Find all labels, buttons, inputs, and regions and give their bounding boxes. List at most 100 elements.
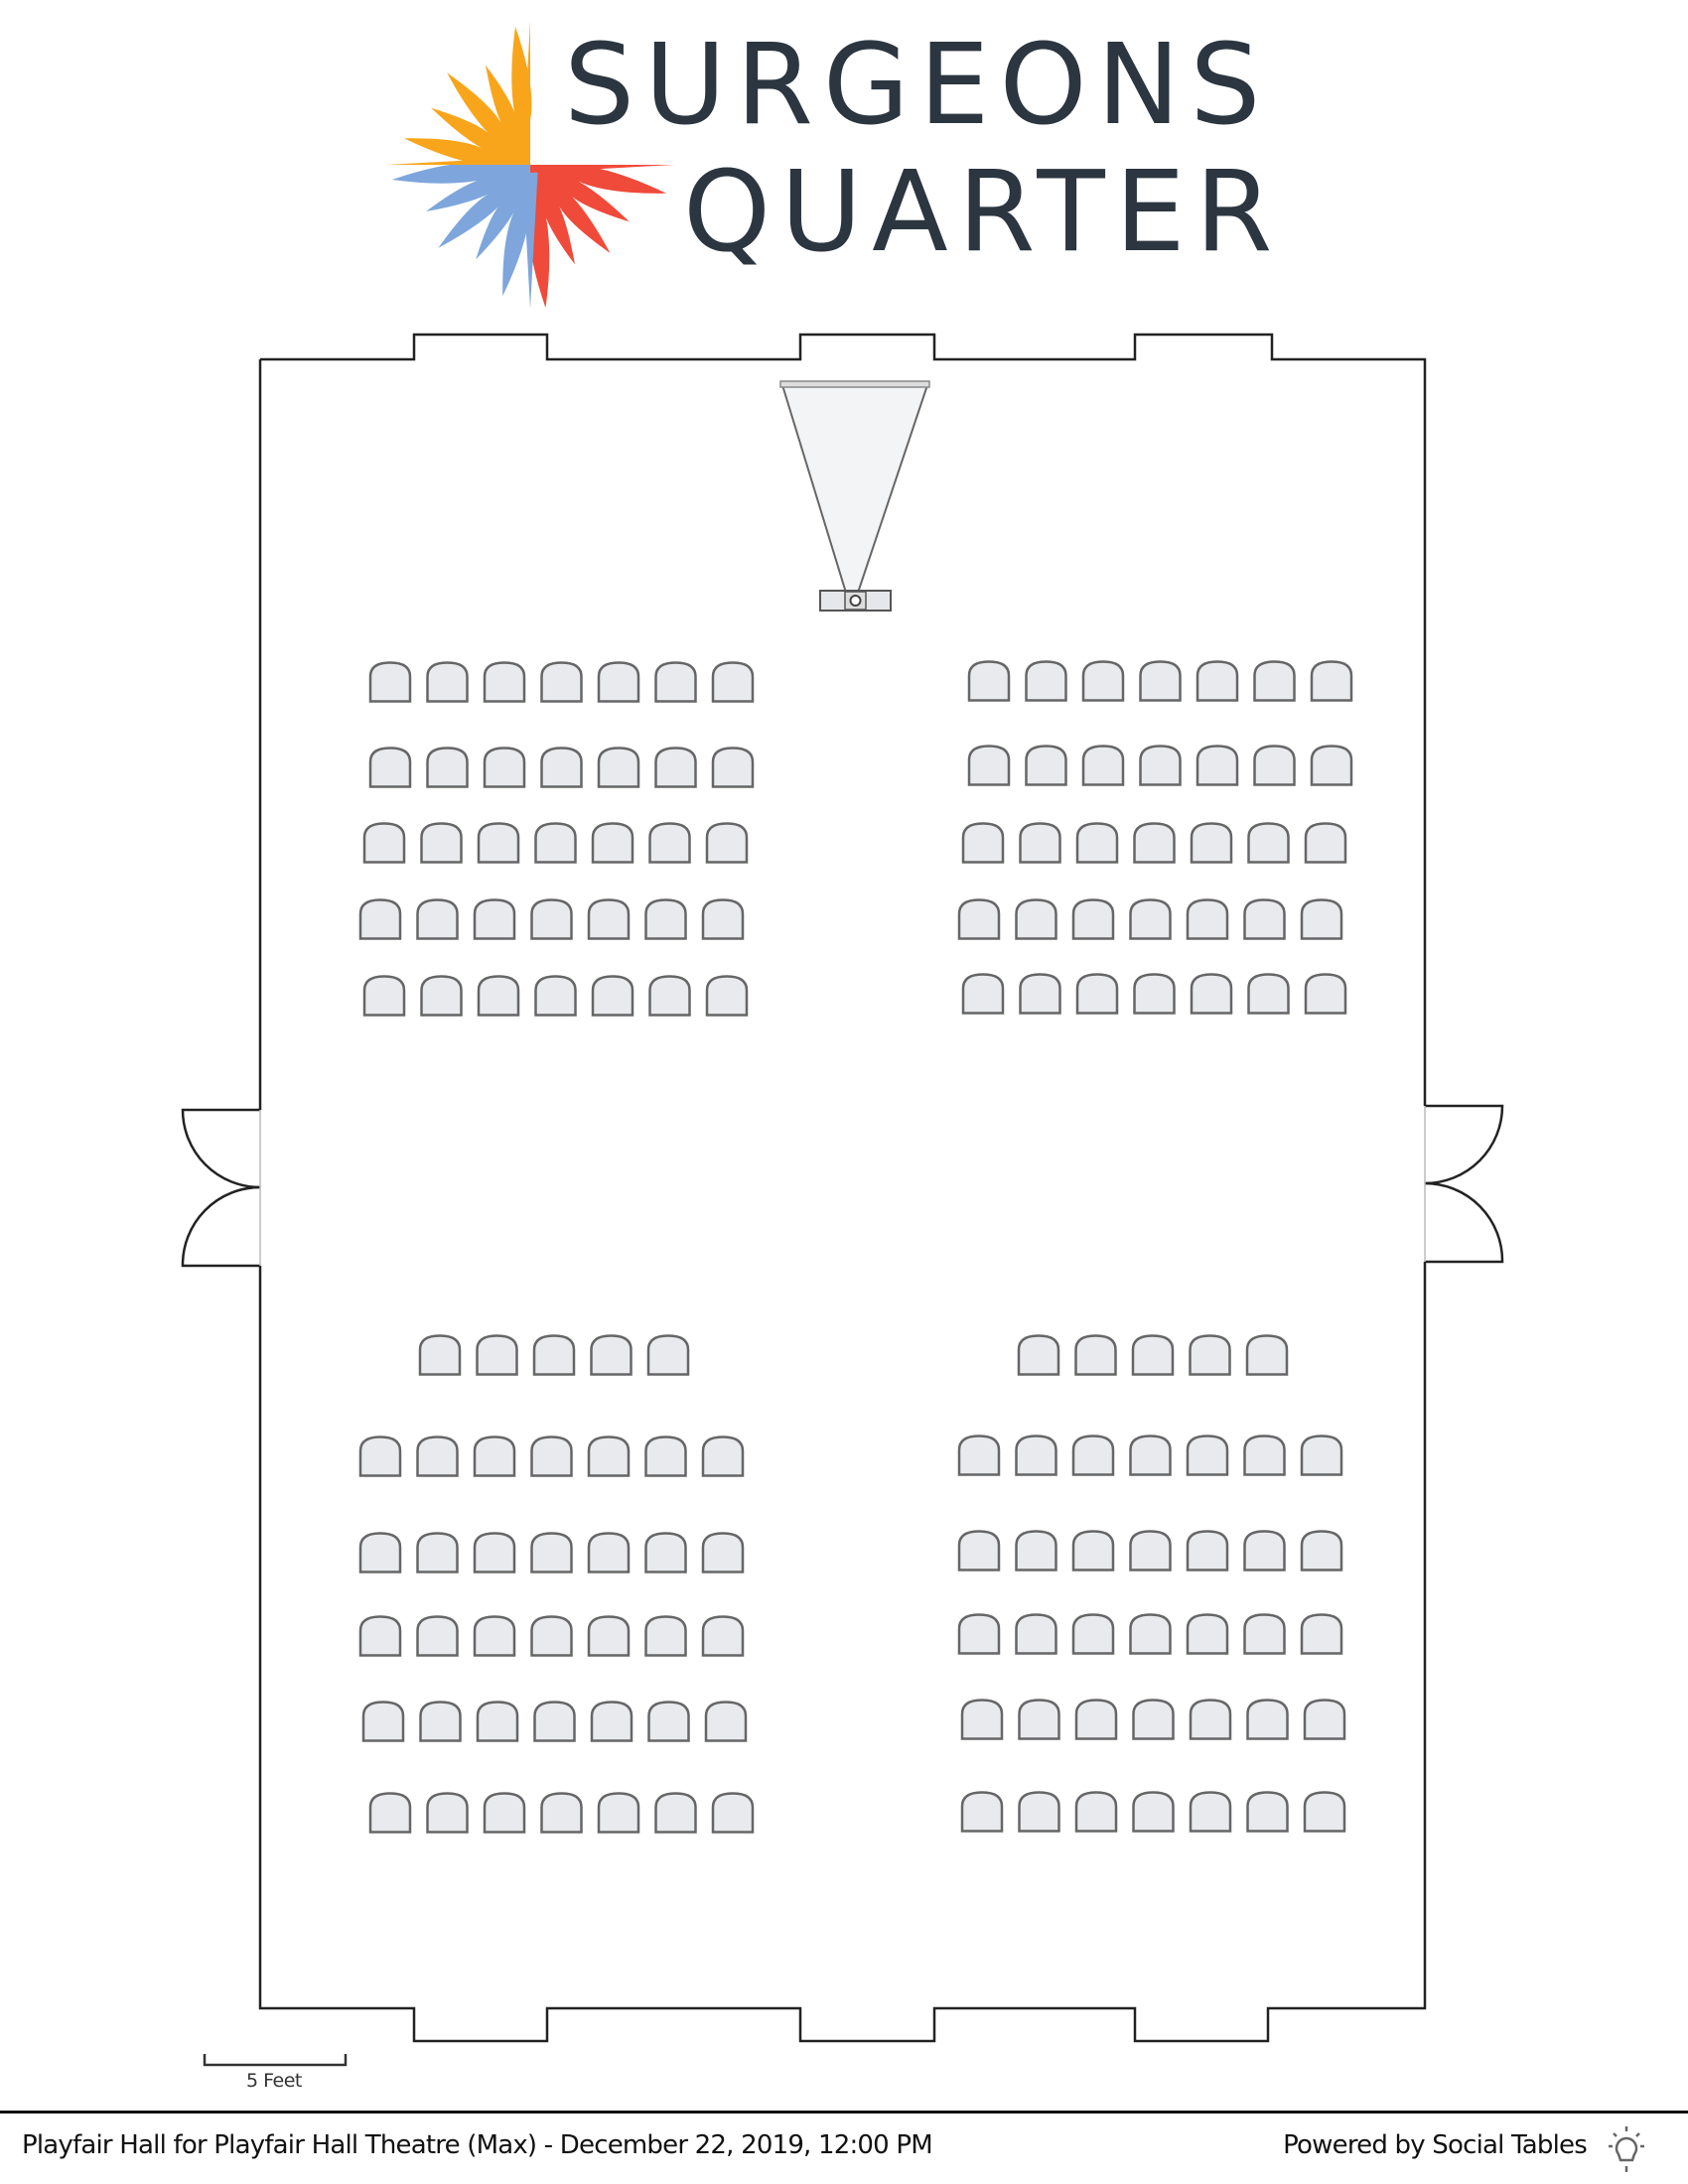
- chair[interactable]: [1246, 1699, 1289, 1740]
- chair[interactable]: [358, 1615, 402, 1657]
- chair[interactable]: [483, 661, 526, 703]
- chair[interactable]: [416, 898, 459, 940]
- chair[interactable]: [358, 1435, 402, 1477]
- chair[interactable]: [957, 1530, 1001, 1571]
- powered-by-link[interactable]: Powered by Social Tables: [1283, 2130, 1588, 2160]
- chair[interactable]: [1018, 1791, 1060, 1833]
- chair[interactable]: [1189, 1334, 1231, 1376]
- chair[interactable]: [1300, 1613, 1343, 1655]
- chair[interactable]: [1025, 660, 1067, 702]
- chair[interactable]: [368, 1792, 412, 1834]
- chair[interactable]: [1131, 1334, 1175, 1376]
- chair[interactable]: [483, 1792, 526, 1834]
- chair[interactable]: [1247, 973, 1290, 1015]
- chair[interactable]: [1132, 1699, 1175, 1740]
- chair[interactable]: [1075, 973, 1119, 1015]
- chair[interactable]: [1304, 973, 1347, 1015]
- chair[interactable]: [587, 1532, 631, 1573]
- chair[interactable]: [654, 661, 697, 703]
- chair[interactable]: [1081, 660, 1125, 702]
- chair[interactable]: [530, 1615, 573, 1657]
- chair[interactable]: [587, 898, 631, 940]
- chair[interactable]: [967, 660, 1011, 702]
- chair[interactable]: [1025, 745, 1067, 786]
- chair[interactable]: [418, 1334, 462, 1376]
- chair[interactable]: [1018, 1699, 1060, 1740]
- chair[interactable]: [534, 822, 577, 864]
- chair[interactable]: [1245, 1334, 1289, 1376]
- chair[interactable]: [473, 1532, 516, 1573]
- chair[interactable]: [476, 1334, 518, 1376]
- chair[interactable]: [358, 1532, 402, 1573]
- chair[interactable]: [1247, 822, 1290, 864]
- chair[interactable]: [1190, 973, 1233, 1015]
- chair[interactable]: [646, 1334, 690, 1376]
- chair[interactable]: [1071, 898, 1115, 940]
- chair[interactable]: [654, 1792, 697, 1834]
- chair[interactable]: [701, 1615, 745, 1657]
- chair[interactable]: [533, 1701, 576, 1742]
- chair[interactable]: [1300, 1530, 1343, 1571]
- chair[interactable]: [477, 975, 520, 1017]
- chair[interactable]: [1129, 898, 1172, 940]
- chair[interactable]: [1139, 660, 1182, 702]
- chair[interactable]: [957, 1613, 1001, 1655]
- chair[interactable]: [1304, 822, 1347, 864]
- chair[interactable]: [1189, 1699, 1232, 1740]
- chair[interactable]: [1243, 1530, 1286, 1571]
- chair[interactable]: [1074, 1699, 1118, 1740]
- chair[interactable]: [1074, 1334, 1117, 1376]
- chair[interactable]: [530, 898, 573, 940]
- chair[interactable]: [1139, 745, 1182, 786]
- chair[interactable]: [1300, 1434, 1343, 1476]
- chair[interactable]: [701, 898, 745, 940]
- chair[interactable]: [960, 1791, 1004, 1833]
- chair[interactable]: [473, 898, 516, 940]
- chair[interactable]: [1243, 1613, 1286, 1655]
- chair[interactable]: [416, 1532, 459, 1573]
- chair[interactable]: [420, 975, 463, 1017]
- chair[interactable]: [1015, 1434, 1057, 1476]
- chair[interactable]: [701, 1532, 745, 1573]
- chair[interactable]: [1019, 822, 1061, 864]
- chair[interactable]: [711, 747, 755, 788]
- chair[interactable]: [591, 975, 634, 1017]
- chair[interactable]: [705, 975, 749, 1017]
- chair[interactable]: [957, 898, 1001, 940]
- chair[interactable]: [1186, 1530, 1229, 1571]
- chair[interactable]: [1303, 1699, 1346, 1740]
- chair[interactable]: [361, 1701, 405, 1742]
- chair[interactable]: [590, 1334, 633, 1376]
- chair[interactable]: [1015, 1613, 1057, 1655]
- chair[interactable]: [648, 822, 691, 864]
- chair[interactable]: [419, 1701, 462, 1742]
- chair[interactable]: [591, 822, 634, 864]
- chair[interactable]: [426, 661, 469, 703]
- chair[interactable]: [1017, 1334, 1060, 1376]
- chair[interactable]: [426, 747, 469, 788]
- chair[interactable]: [426, 1792, 469, 1834]
- chair[interactable]: [416, 1435, 459, 1477]
- chair[interactable]: [473, 1615, 516, 1657]
- chair[interactable]: [1129, 1613, 1172, 1655]
- chair[interactable]: [957, 1434, 1001, 1476]
- chair[interactable]: [358, 898, 402, 940]
- chair[interactable]: [587, 1615, 631, 1657]
- chair[interactable]: [1243, 1434, 1286, 1476]
- chair[interactable]: [1303, 1791, 1346, 1833]
- chair[interactable]: [701, 1435, 745, 1477]
- chair[interactable]: [1129, 1530, 1172, 1571]
- chair[interactable]: [1190, 822, 1233, 864]
- chair[interactable]: [368, 747, 412, 788]
- chair[interactable]: [362, 822, 406, 864]
- chair[interactable]: [1246, 1791, 1289, 1833]
- chair[interactable]: [1186, 1613, 1229, 1655]
- chair[interactable]: [362, 975, 406, 1017]
- chair[interactable]: [1310, 745, 1353, 786]
- chair[interactable]: [1129, 1434, 1172, 1476]
- chair[interactable]: [705, 822, 749, 864]
- chair[interactable]: [644, 1532, 687, 1573]
- chair[interactable]: [473, 1435, 516, 1477]
- chair[interactable]: [1015, 1530, 1057, 1571]
- chair[interactable]: [532, 1334, 576, 1376]
